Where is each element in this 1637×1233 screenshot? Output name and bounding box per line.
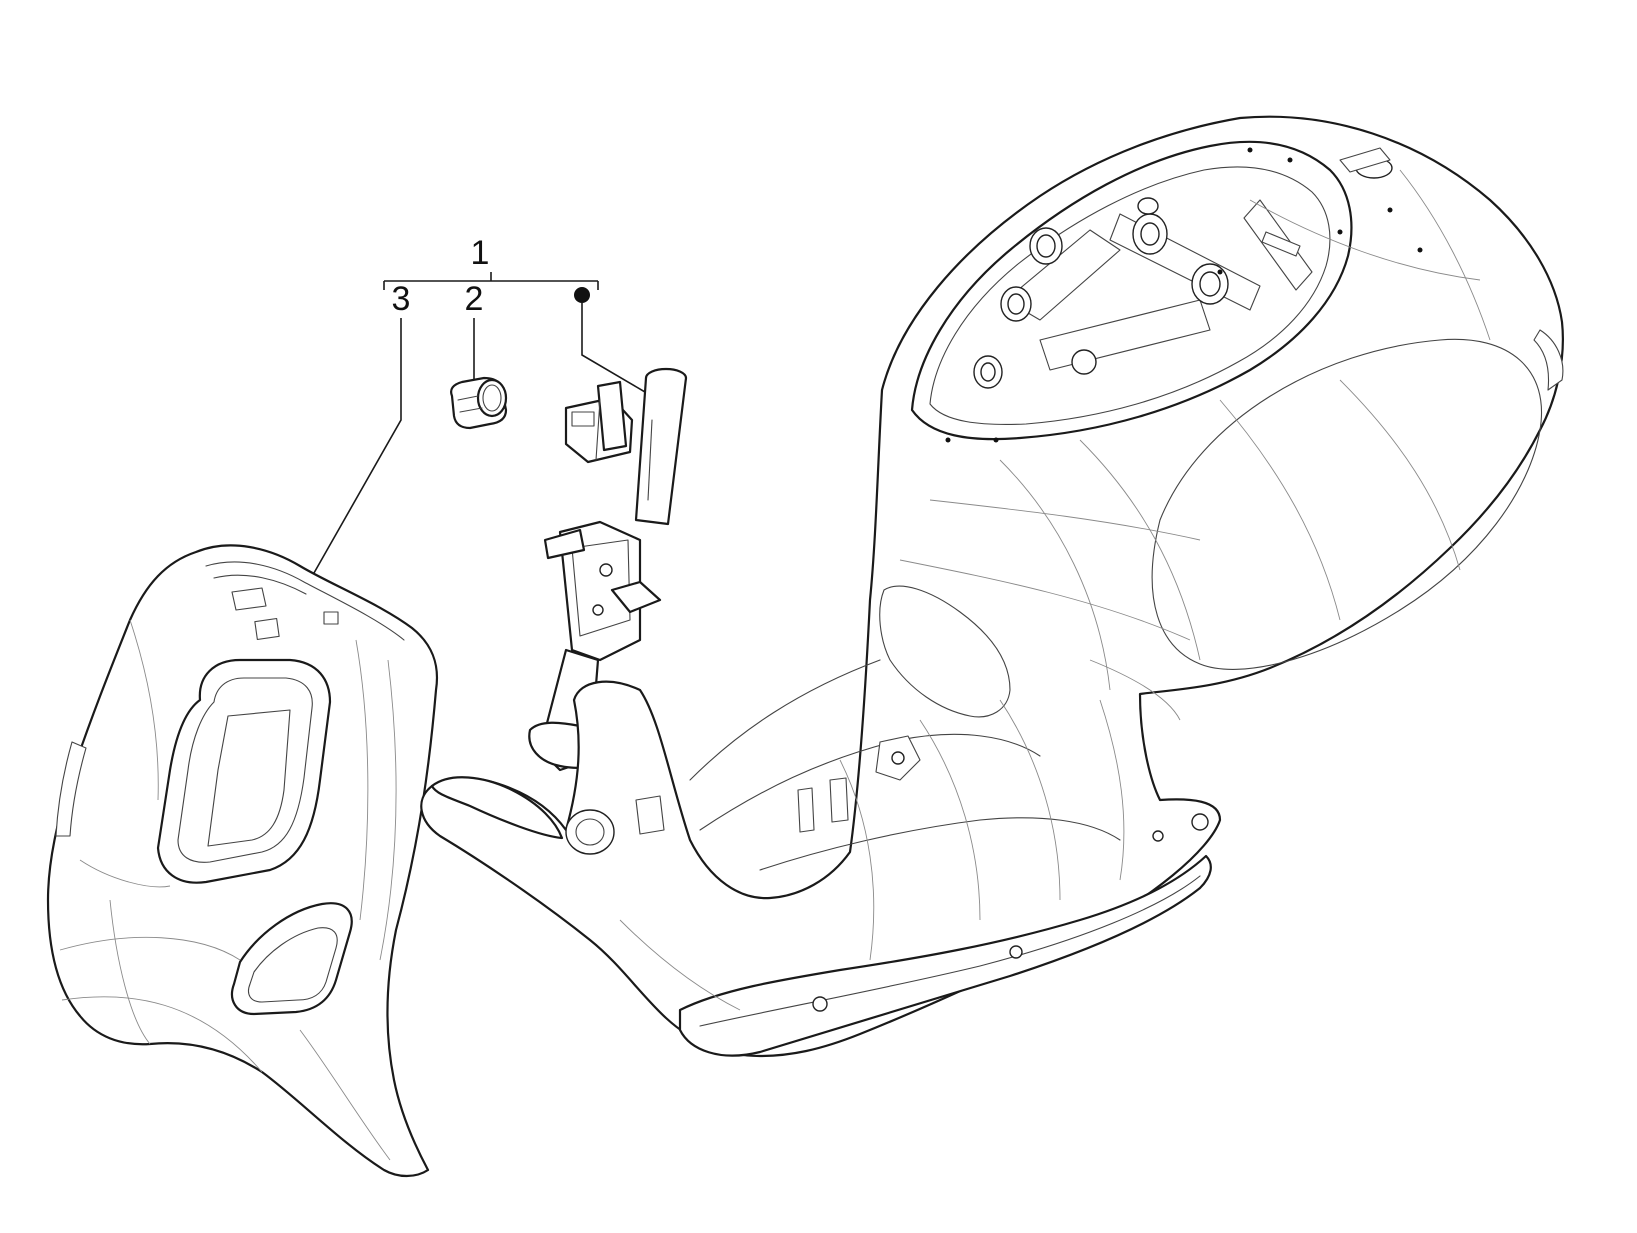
callout-bullet[interactable]	[574, 287, 590, 303]
callout-1[interactable]: 1	[471, 234, 490, 272]
callout-3[interactable]: 3	[392, 280, 411, 318]
callout-tree: 1 3 2	[309, 234, 646, 581]
main-body-frame	[420, 115, 1564, 1058]
callout-2[interactable]: 2	[465, 280, 484, 318]
front-shield-part	[46, 544, 438, 1178]
bushing-part	[450, 376, 508, 430]
